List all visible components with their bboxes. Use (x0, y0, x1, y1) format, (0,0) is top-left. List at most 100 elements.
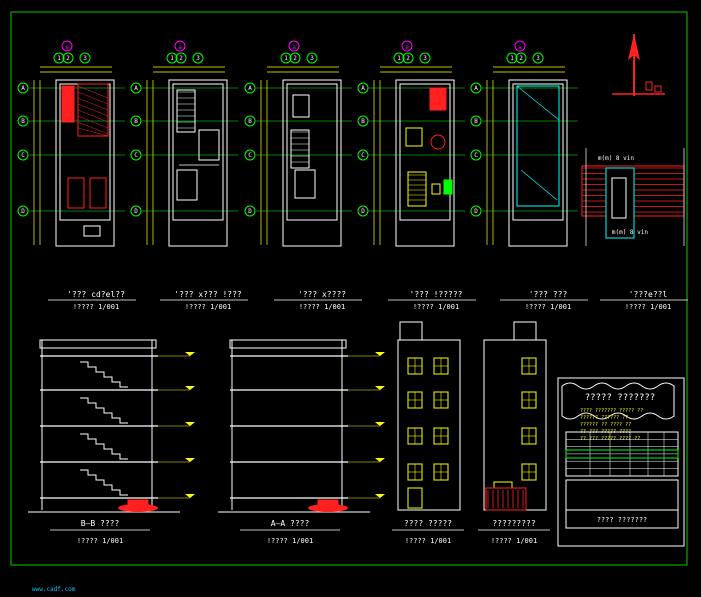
grid-bubble-row-label: D (361, 208, 365, 215)
stair-core (61, 85, 75, 123)
car-icon (67, 177, 85, 209)
stair (405, 127, 423, 147)
plan-outline (282, 79, 342, 247)
grid-bubble-row (470, 205, 482, 217)
chair (431, 183, 441, 195)
section-title-2: A—A ???? (271, 519, 310, 528)
title-block-footer (565, 509, 679, 529)
grid-bubble-top-label: a (292, 44, 296, 51)
grid-bubble-column-label: 1 (397, 55, 401, 62)
bath (294, 169, 316, 199)
sofa-icon (443, 179, 453, 195)
grid-bubble-column-label: 1 (510, 55, 514, 62)
grid-bubble-row (130, 149, 142, 161)
dining-table (430, 134, 446, 150)
grid-bubble-top (174, 40, 186, 52)
plan-title-4: '??? !????? (410, 290, 463, 299)
level-marker-icon (375, 352, 385, 356)
stair (290, 129, 310, 169)
section-b (28, 339, 195, 513)
title-block-frame (557, 377, 685, 547)
grid-bubble-row-label: D (474, 208, 478, 215)
elevation-scale-1: !???? 1/001 (405, 537, 451, 545)
north-arrow-icon (612, 34, 665, 96)
grid-bubble-top (61, 40, 73, 52)
plan-scale-4: !???? 1/001 (413, 303, 459, 311)
grid-bubble-row (130, 115, 142, 127)
grid-bubble-row-label: A (248, 85, 252, 92)
grid-bubble-row (244, 82, 256, 94)
grid-bubble-row-label: B (248, 118, 252, 125)
grid-bubble-column (506, 52, 518, 64)
grid-bubble-column-label: 1 (57, 55, 61, 62)
grid-bubble-row (17, 205, 29, 217)
plan-scale-1: !???? 1/001 (73, 303, 119, 311)
grid-bubble-row (17, 115, 29, 127)
plan-inner-wall (286, 83, 338, 221)
title-block-row-2: ?????? ?????? ?? (580, 415, 628, 421)
grid-bubble-column-label: 3 (310, 55, 314, 62)
grid-bubble-top (401, 40, 413, 52)
car-icon (89, 177, 107, 209)
grid-bubble-row-label: C (248, 152, 252, 159)
grid-bubble-row-label: C (474, 152, 478, 159)
grid-bubble-row-label: C (134, 152, 138, 159)
grid-bubble-row (470, 115, 482, 127)
title-block-bottom-text: ???? ??????? (597, 516, 648, 524)
plan-outline (55, 79, 115, 247)
grid-bubble-column-label: 2 (179, 55, 183, 62)
grid-bubble-row (244, 205, 256, 217)
grid-bubble-column (515, 52, 527, 64)
elevation-title-2: ????????? (492, 519, 536, 528)
grid-bubble-top (288, 40, 300, 52)
title-block: ????? ??????????? ??????? ????? ????????… (557, 377, 685, 547)
section-a (218, 339, 385, 513)
title-block-row-1: ???? ??????? ????? ?? (580, 408, 643, 414)
sheet-frame (10, 11, 688, 566)
room (292, 94, 310, 118)
plan-scale-5: !???? 1/001 (525, 303, 571, 311)
level-marker-icon (185, 352, 195, 356)
grid-bubble-column-label: 2 (519, 55, 523, 62)
grid-bubble-row (17, 82, 29, 94)
grid-bubble-row-label: C (21, 152, 25, 159)
grid-bubble-row-label: B (474, 118, 478, 125)
elevation-1 (397, 321, 461, 511)
title-banner (561, 382, 675, 420)
plan-inner-wall (399, 83, 451, 221)
grid-bubble-top-label: a (65, 44, 69, 51)
grid-bubble-column (289, 52, 301, 64)
car-roof (317, 499, 339, 507)
grid-bubble-column-label: 2 (293, 55, 297, 62)
title-block-row-3: ?????? ?? ???? ?? (580, 422, 631, 428)
detail-shaft (611, 177, 627, 219)
grid-bubble-column-label: 3 (423, 55, 427, 62)
grid-bubble-row-label: D (134, 208, 138, 215)
plan-scale-6: !???? 1/001 (625, 303, 671, 311)
stair-flight (80, 397, 128, 424)
grid-bubble-row-label: A (474, 85, 478, 92)
level-marker-icon (185, 422, 195, 426)
grid-bubble-top (514, 40, 526, 52)
plan-scale-2: !???? 1/001 (185, 303, 231, 311)
grid-bubble-row-label: B (361, 118, 365, 125)
level-marker-icon (185, 458, 195, 462)
entry-stair (83, 225, 101, 237)
grid-bubble-column-label: 1 (170, 55, 174, 62)
grid-bubble-row (357, 205, 369, 217)
elevation-outline (397, 339, 461, 511)
grid-bubble-row-label: C (361, 152, 365, 159)
plan-title-1: '??? cd?el?? (67, 290, 125, 299)
grid-bubble-top-label: a (518, 44, 522, 51)
grid-bubble-column-label: 3 (196, 55, 200, 62)
grid-bubble-column (306, 52, 318, 64)
plan-title-6: '???e??l (629, 290, 668, 299)
grid-bubble-row-label: A (21, 85, 25, 92)
grid-bubble-top-label: a (178, 44, 182, 51)
door (407, 487, 423, 509)
level-marker-icon (185, 494, 195, 498)
grid-bubble-column-label: 3 (536, 55, 540, 62)
